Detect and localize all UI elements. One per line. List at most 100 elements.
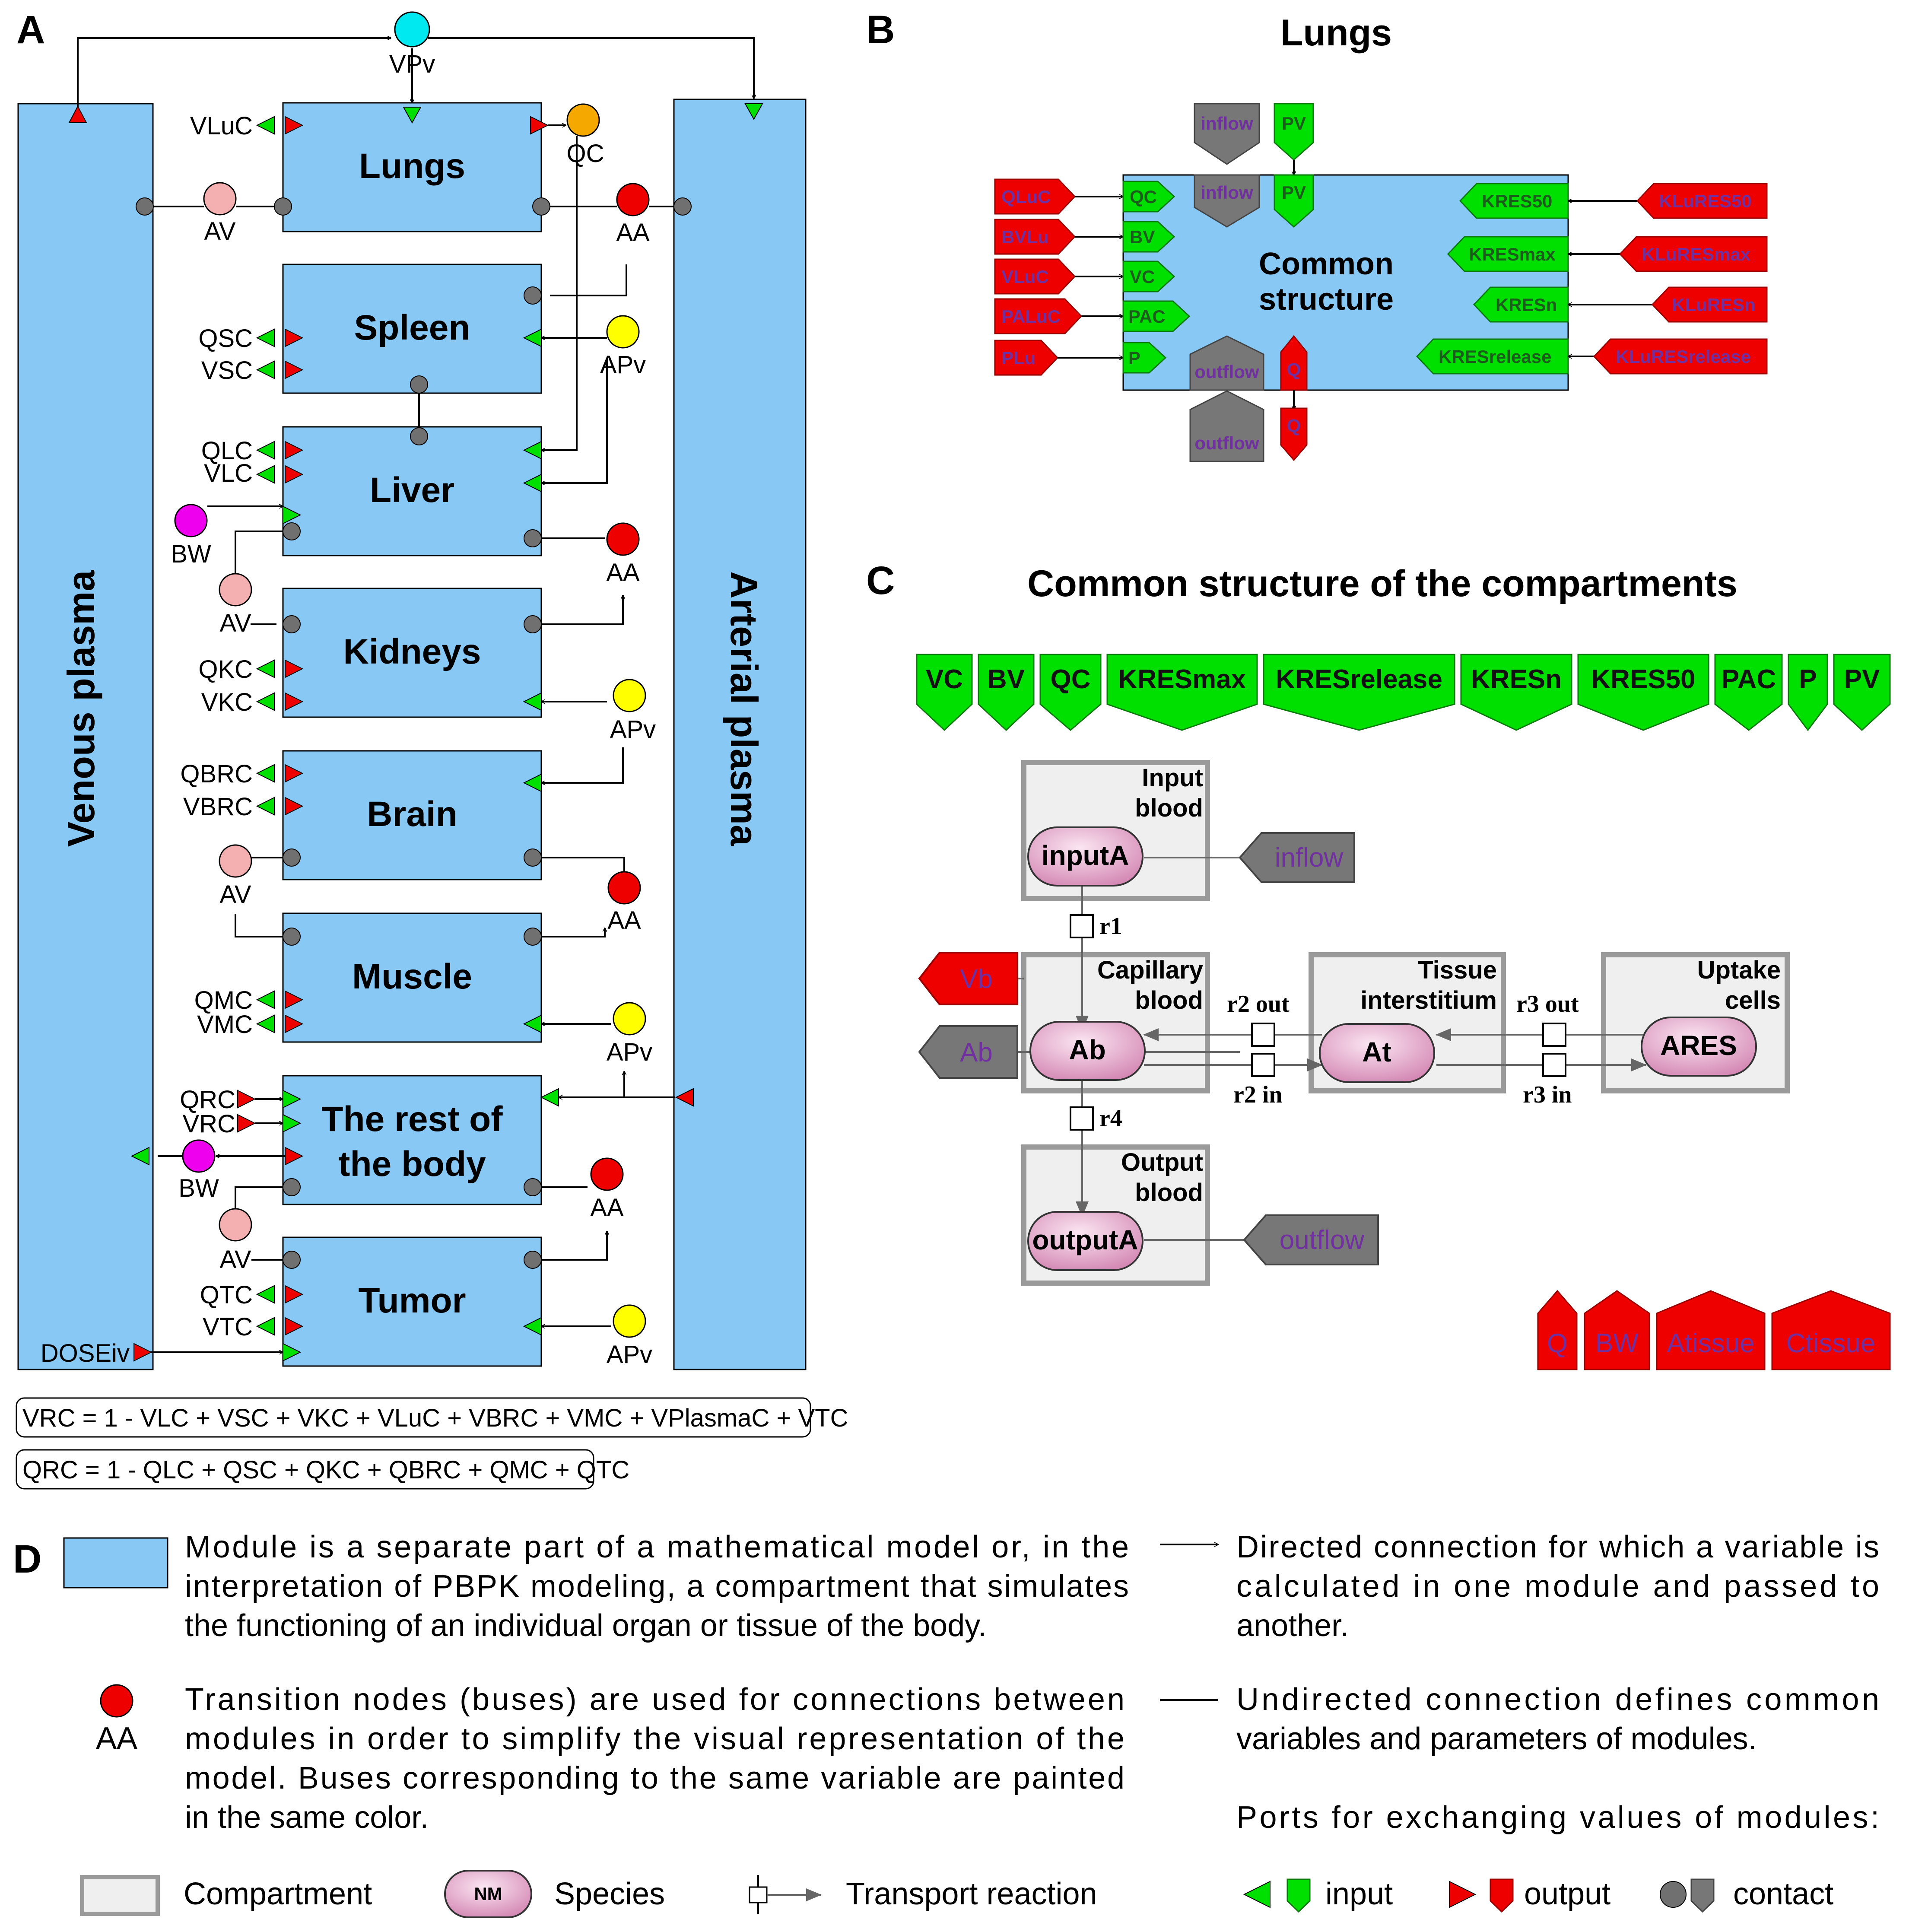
svg-text:KLuRESrelease: KLuRESrelease — [1616, 346, 1751, 367]
svg-text:r3 in: r3 in — [1523, 1081, 1572, 1108]
svg-text:Ports for exchanging values of: Ports for exchanging values of modules: — [1236, 1800, 1879, 1835]
svg-text:Capillary: Capillary — [1097, 956, 1203, 984]
reaction-r3out — [1542, 1023, 1566, 1047]
spleen-module — [282, 264, 542, 394]
svg-text:variables and parameters of mo: variables and parameters of modules. — [1236, 1722, 1757, 1756]
rest-label-line2: the body — [338, 1144, 486, 1184]
formulas: VRC = 1 - VLC + VSC + VKC + VLuC + VBRC … — [16, 1397, 848, 1490]
svg-text:Transport reaction: Transport reaction — [846, 1877, 1097, 1911]
legend-module-swatch — [63, 1537, 168, 1589]
lungs-ports: VLuC QC AV AA — [136, 103, 692, 450]
species-ARES — [1641, 1017, 1757, 1077]
svg-text:PV: PV — [1282, 182, 1306, 203]
reaction-r4 — [1070, 1106, 1094, 1131]
svg-text:Output: Output — [1121, 1148, 1203, 1176]
arterial-plasma-box — [673, 99, 807, 1370]
svg-text:inflow: inflow — [1201, 113, 1253, 133]
venous-plasma-label: Venous plasma — [60, 570, 102, 847]
legend-contact-circle-icon — [1660, 1881, 1687, 1908]
aa-bus-lungs — [616, 183, 650, 216]
svg-text:inflow: inflow — [1275, 843, 1344, 873]
rest-ports: QRC VRC BW AA — [130, 1071, 694, 1242]
svg-text:outflow: outflow — [1194, 362, 1259, 382]
svg-text:PLu: PLu — [1001, 348, 1035, 368]
svg-text:P: P — [1128, 348, 1140, 368]
svg-text:PV: PV — [1844, 664, 1880, 694]
panel-c-label: C — [866, 559, 895, 603]
panel-d: D Module is a separate part of a mathema… — [13, 1530, 1879, 1918]
svg-text:QLC: QLC — [201, 437, 253, 465]
svg-text:Q: Q — [1287, 359, 1301, 380]
svg-text:KLuRESn: KLuRESn — [1672, 295, 1756, 315]
qc-label: QC — [567, 140, 604, 168]
spleen-label: Spleen — [354, 308, 470, 347]
svg-text:contact: contact — [1733, 1877, 1833, 1911]
vpv-connections: VPv — [68, 11, 763, 124]
apv-bus-kidneys — [613, 679, 646, 712]
lungs-label: Lungs — [359, 146, 465, 186]
svg-text:Undirected connection defines: Undirected connection defines common — [1236, 1682, 1879, 1717]
svg-text:APv: APv — [607, 1341, 652, 1369]
rest-label-line1: The rest of — [321, 1099, 503, 1139]
svg-text:VMC: VMC — [197, 1010, 253, 1039]
liver-ports: QLC VLC BW AV AA — [171, 437, 640, 637]
svg-text:Species: Species — [554, 1877, 665, 1911]
qc-bus — [566, 103, 600, 137]
svg-text:KRES50: KRES50 — [1482, 191, 1552, 211]
svg-text:Ab: Ab — [1069, 1034, 1105, 1065]
svg-text:AA: AA — [96, 1721, 137, 1756]
reaction-r2out — [1251, 1023, 1275, 1047]
panel-b: B Lungs Common structure inflow inflow P… — [866, 8, 1768, 462]
svg-text:VC: VC — [1130, 267, 1155, 287]
lungs-right-ports: KRES50 KLuRES50 KRESmax KLuRESmax KRESn … — [1416, 183, 1768, 375]
muscle-label: Muscle — [352, 957, 472, 996]
liver-label: Liver — [370, 470, 454, 510]
kidneys-module — [282, 588, 542, 718]
svg-text:AA: AA — [607, 906, 641, 934]
brain-module — [282, 750, 542, 880]
svg-text:BW: BW — [178, 1174, 219, 1202]
svg-text:VC: VC — [926, 664, 963, 694]
svg-text:KRESn: KRESn — [1496, 295, 1557, 315]
panel-a-label: A — [16, 8, 45, 52]
svg-text:structure: structure — [1259, 282, 1394, 317]
qrc-formula: QRC = 1 - QLC + QSC + QKC + QBRC + QMC +… — [22, 1456, 629, 1484]
bw-bus-rest — [182, 1139, 216, 1173]
av-bus-liver — [219, 573, 252, 607]
svg-text:Tissue: Tissue — [1418, 956, 1497, 984]
svg-text:Q: Q — [1287, 416, 1301, 436]
apv-bus-tumor — [613, 1304, 646, 1338]
vpv-label: VPv — [389, 50, 435, 78]
svg-text:KRESmax: KRESmax — [1118, 664, 1246, 694]
svg-text:Ctissue: Ctissue — [1786, 1328, 1876, 1358]
svg-text:KRES50: KRES50 — [1591, 664, 1695, 694]
svg-text:AV: AV — [219, 1246, 251, 1274]
aa-bus-brain — [607, 871, 641, 905]
svg-text:AA: AA — [616, 219, 650, 247]
svg-text:blood: blood — [1135, 986, 1203, 1014]
panel-c-title: Common structure of the compartments — [1027, 563, 1737, 604]
svg-text:QC: QC — [1051, 664, 1091, 694]
svg-text:KRESn: KRESn — [1471, 664, 1562, 694]
svg-text:VKC: VKC — [201, 688, 253, 716]
venous-plasma-box — [17, 103, 154, 1370]
svg-text:P: P — [1799, 664, 1817, 694]
vpv-bus — [394, 11, 430, 48]
svg-text:r2 in: r2 in — [1233, 1081, 1283, 1108]
svg-text:VLC: VLC — [204, 459, 253, 487]
svg-text:BV: BV — [988, 664, 1025, 694]
arterial-top-input-port — [744, 103, 763, 121]
svg-text:QRC: QRC — [180, 1086, 235, 1114]
svg-text:PALuC: PALuC — [1001, 306, 1061, 327]
svg-text:KLuRESmax: KLuRESmax — [1642, 244, 1751, 264]
legend-bus — [100, 1684, 133, 1718]
reaction-r3in — [1542, 1053, 1566, 1077]
panel-b-label: B — [866, 8, 895, 52]
svg-text:interpretation of PBPK modelin: interpretation of PBPK modeling, a compa… — [185, 1569, 1129, 1604]
species-outputA — [1027, 1211, 1143, 1271]
svg-text:KRESmax: KRESmax — [1469, 244, 1556, 264]
svg-text:KRESrelease: KRESrelease — [1439, 346, 1552, 367]
svg-text:KLuRES50: KLuRES50 — [1659, 191, 1752, 211]
svg-text:BW: BW — [1595, 1328, 1639, 1358]
svg-text:BV: BV — [1130, 227, 1155, 247]
